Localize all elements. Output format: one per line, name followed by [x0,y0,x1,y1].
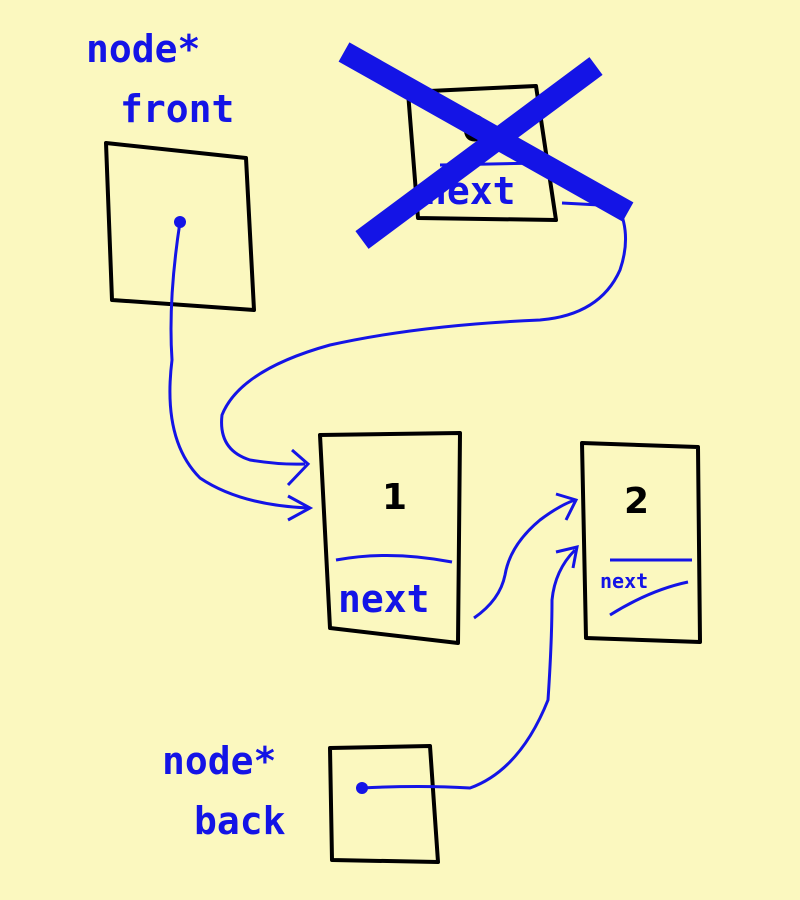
node-2-next-label: next [600,569,649,593]
node-1-divider [335,553,453,564]
node-1-box [318,431,462,645]
deleted-node-value: 0 [462,109,488,150]
front-pointer-box [104,141,256,312]
back-name-label: back [194,799,286,843]
node-1-next-arrow [473,498,576,620]
back-arrowhead [555,545,579,569]
node-1-value: 1 [382,477,408,518]
node-1-next-label: next [338,577,430,621]
front-to-node-1-arrow [168,221,309,510]
node-2-box [580,441,702,644]
node-2-value: 2 [624,481,650,522]
deleted-next-arrow [220,201,628,466]
back-pointer-box [328,744,440,864]
front-type-label: node* [86,27,201,71]
front-name-label: front [120,87,235,131]
back-type-label: node* [162,739,277,783]
deleted-next-arrowhead [286,448,311,487]
deleted-node-divider [439,161,541,167]
back-to-node-2-arrow [361,548,577,790]
front-arrowhead [287,494,314,522]
deleted-node-next-label: next [424,169,516,213]
node-1-next-arrowhead [555,492,579,521]
node-2-null-slash [609,580,689,617]
